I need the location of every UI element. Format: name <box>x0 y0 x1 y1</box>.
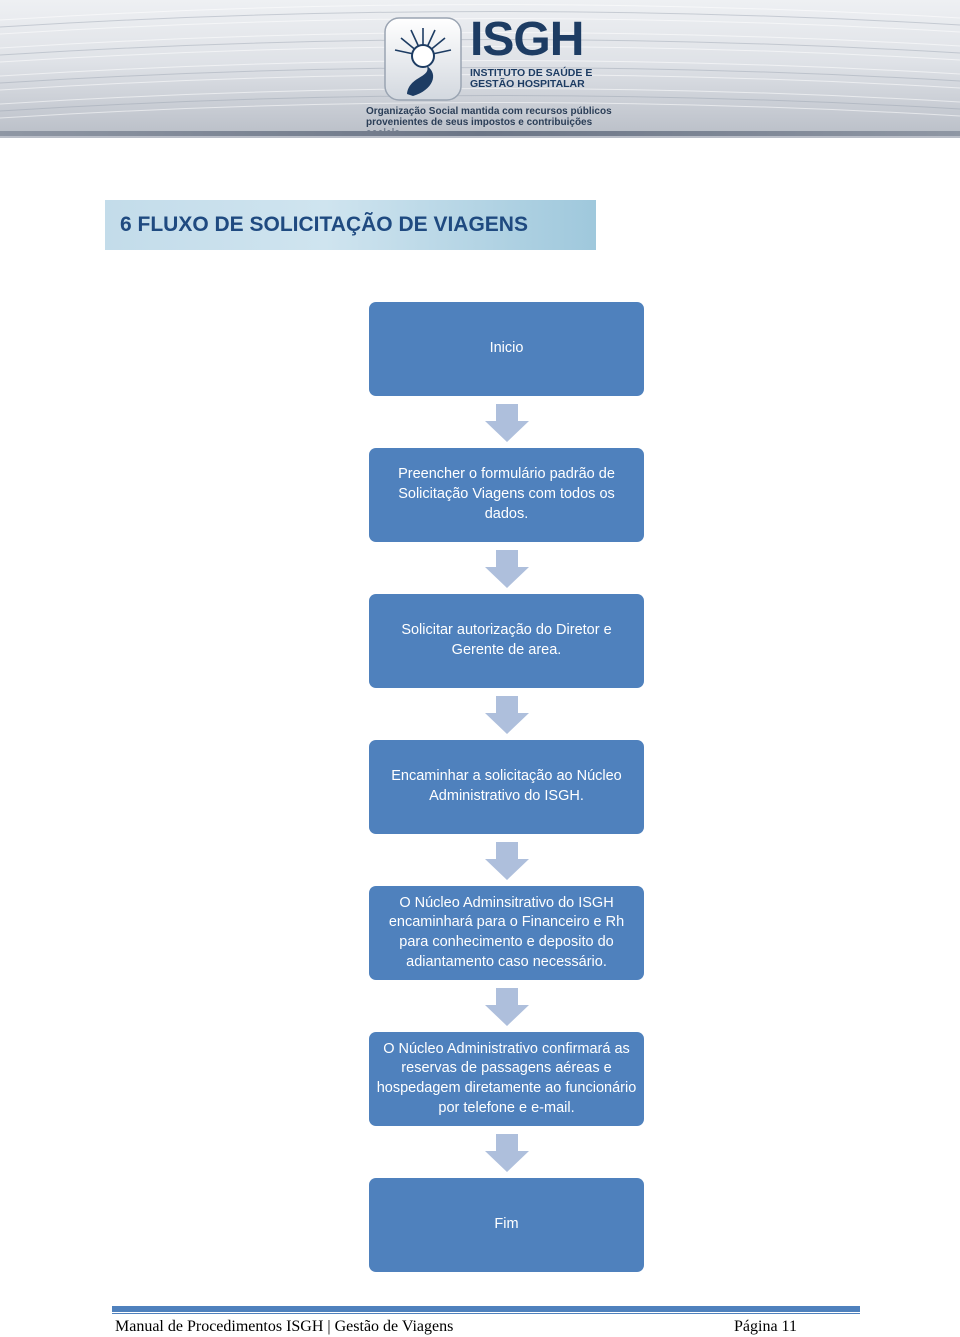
flow-step-forward-request: Encaminhar a solicitação ao Núcleo Admin… <box>369 740 644 834</box>
footer-rule <box>112 1306 860 1312</box>
page-header: ISGH INSTITUTO DE SAÚDE E GESTÃO HOSPITA… <box>0 0 960 138</box>
flow-step-label: O Núcleo Adminsitrativo do ISGH encaminh… <box>388 894 625 970</box>
brand-subtitle: INSTITUTO DE SAÚDE E GESTÃO HOSPITALAR <box>470 68 610 90</box>
header-bottom-rule <box>0 131 960 136</box>
flow-step-start: Inicio <box>369 302 644 396</box>
flow-step-forward-finance: O Núcleo Adminsitrativo do ISGH encaminh… <box>369 886 644 980</box>
flow-step-label: Preencher o formulário padrão de Solicit… <box>398 466 615 522</box>
tagline-line1: Organização Social mantida com recursos … <box>366 106 612 117</box>
flow-step-label: Solicitar autorização do Diretor e Geren… <box>401 622 612 658</box>
down-arrow-icon <box>485 1134 529 1172</box>
header-decorative-lines <box>0 3 960 119</box>
brand-name: ISGH <box>470 13 584 66</box>
footer-rule-thin <box>112 1313 860 1314</box>
flow-step-label: Inicio <box>489 340 524 357</box>
flow-step-confirm-reservations: O Núcleo Administrativo confirmará as re… <box>369 1032 644 1126</box>
down-arrow-icon <box>485 404 529 442</box>
flow-step-end: Fim <box>369 1178 644 1272</box>
down-arrow-icon <box>485 696 529 734</box>
isgh-logo-icon <box>384 17 462 101</box>
flow-step-label: O Núcleo Administrativo confirmará as re… <box>376 1040 637 1116</box>
brand-subtitle-line1: INSTITUTO DE SAÚDE E <box>470 67 593 79</box>
flow-step-request-authorization: Solicitar autorização do Diretor e Geren… <box>369 594 644 688</box>
flow-step-label: Encaminhar a solicitação ao Núcleo Admin… <box>391 768 622 804</box>
footer-page-number: Página 11 <box>734 1318 797 1335</box>
flow-step-fill-form: Preencher o formulário padrão de Solicit… <box>369 448 644 542</box>
section-title: 6 FLUXO DE SOLICITAÇÃO DE VIAGENS <box>105 200 596 250</box>
down-arrow-icon <box>485 842 529 880</box>
brand-subtitle-line2: GESTÃO HOSPITALAR <box>470 78 585 90</box>
down-arrow-icon <box>485 550 529 588</box>
footer-document-title: Manual de Procedimentos ISGH | Gestão de… <box>115 1318 454 1335</box>
flow-step-label: Fim <box>494 1216 519 1233</box>
down-arrow-icon <box>485 988 529 1026</box>
